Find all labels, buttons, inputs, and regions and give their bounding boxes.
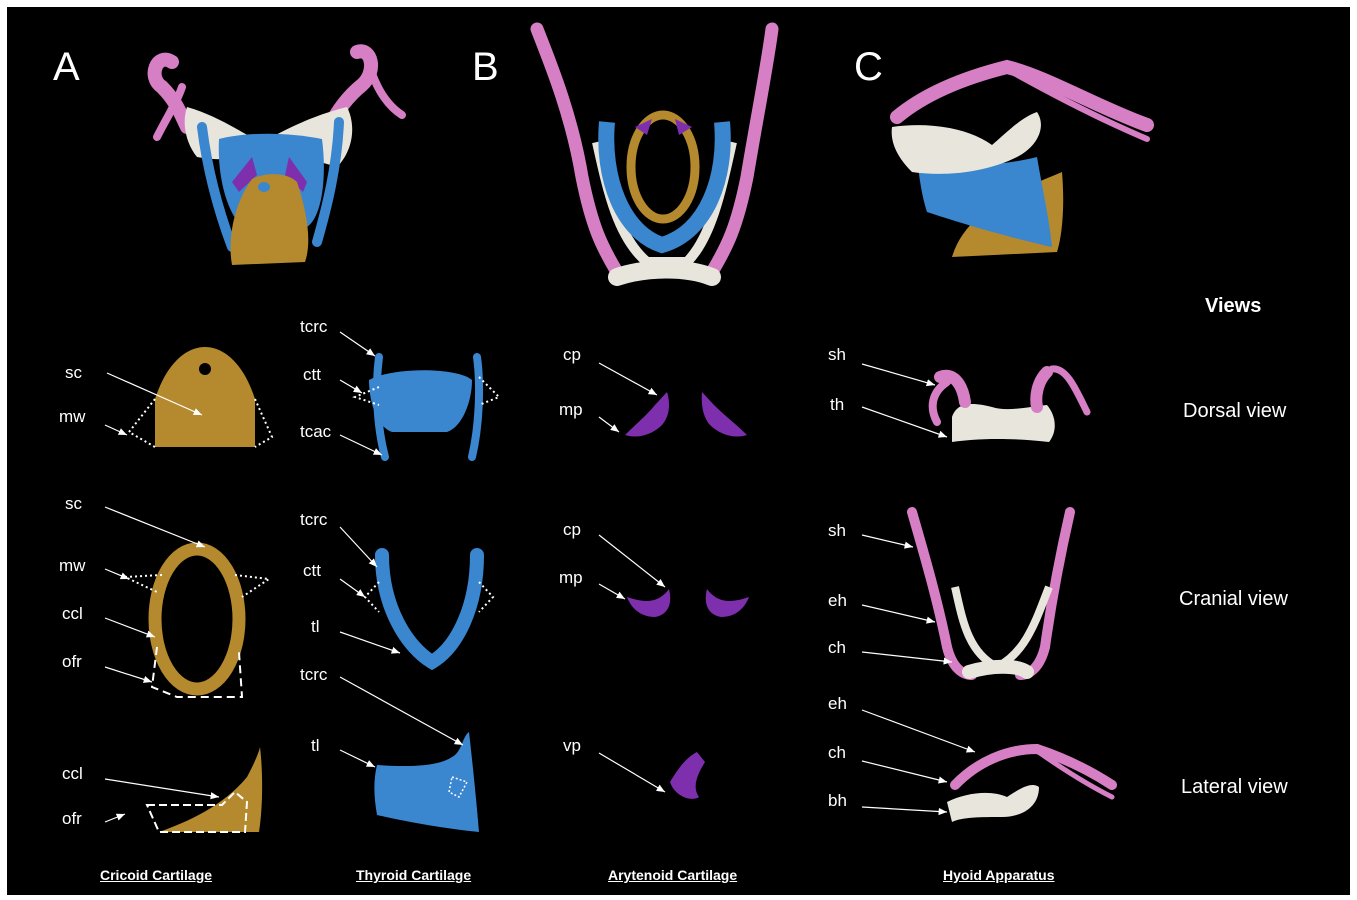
arytenoid-dorsal: [625, 392, 747, 437]
label-hyoid-lateral-eh: eh: [828, 695, 847, 712]
label-cricoid-cranial-sc: sc: [65, 495, 82, 512]
label-cricoid-cranial-ofr: ofr: [62, 653, 82, 670]
assembly-a-dorsal: [155, 51, 402, 265]
panel-letter-a: A: [53, 47, 80, 87]
label-cricoid-cranial-mw: mw: [59, 557, 85, 574]
caption-cricoid: Cricoid Cartilage: [100, 867, 212, 883]
label-hyoid-lateral-bh: bh: [828, 792, 847, 809]
hyoid-dorsal: [933, 369, 1087, 442]
cricoid-cranial: [125, 549, 269, 697]
label-arytenoid-lateral-vp: vp: [563, 737, 581, 754]
label-arytenoid-dorsal-cp: cp: [563, 346, 581, 363]
label-thyroid-dorsal-tcrc: tcrc: [300, 318, 327, 335]
label-cricoid-lateral-ccl: ccl: [62, 765, 83, 782]
label-thyroid-dorsal-ctt: ctt: [303, 366, 321, 383]
label-hyoid-cranial-ch: ch: [828, 639, 846, 656]
label-thyroid-cranial-tl: tl: [311, 618, 320, 635]
label-cricoid-dorsal-mw: mw: [59, 408, 85, 425]
illustration-canvas: [7, 7, 1350, 895]
hyoid-lateral: [947, 749, 1112, 822]
label-thyroid-dorsal-tcac: tcac: [300, 423, 331, 440]
arytenoid-lateral: [670, 752, 705, 799]
thyroid-lateral: [374, 732, 479, 832]
thyroid-cranial: [365, 555, 493, 662]
label-hyoid-dorsal-th: th: [830, 396, 844, 413]
panel-letter-b: B: [472, 47, 499, 87]
view-label-dorsal: Dorsal view: [1183, 401, 1286, 421]
caption-hyoid: Hyoid Apparatus: [943, 867, 1055, 883]
caption-thyroid: Thyroid Cartilage: [356, 867, 471, 883]
assembly-b-cranial: [537, 29, 772, 277]
label-thyroid-cranial-ctt: ctt: [303, 562, 321, 579]
assembly-c-lateral: [892, 67, 1147, 257]
label-cricoid-cranial-ccl: ccl: [62, 605, 83, 622]
cricoid-dorsal: [129, 347, 272, 447]
label-hyoid-dorsal-sh: sh: [828, 346, 846, 363]
label-thyroid-lateral-tl: tl: [311, 737, 320, 754]
label-arytenoid-cranial-cp: cp: [563, 521, 581, 538]
figure-panel: A B C Views Dorsal view Cranial view Lat…: [7, 7, 1350, 895]
label-hyoid-cranial-eh: eh: [828, 592, 847, 609]
cricoid-lateral: [147, 747, 262, 832]
caption-arytenoid: Arytenoid Cartilage: [608, 867, 737, 883]
label-thyroid-lateral-tcrc: tcrc: [300, 666, 327, 683]
label-hyoid-cranial-sh: sh: [828, 522, 846, 539]
label-arytenoid-dorsal-mp: mp: [559, 401, 583, 418]
hyoid-cranial: [912, 512, 1070, 675]
views-heading: Views: [1205, 295, 1261, 318]
panel-letter-c: C: [854, 47, 883, 87]
view-label-lateral: Lateral view: [1181, 777, 1288, 797]
view-label-cranial: Cranial view: [1179, 589, 1288, 609]
label-cricoid-lateral-ofr: ofr: [62, 810, 82, 827]
label-cricoid-dorsal-sc: sc: [65, 364, 82, 381]
label-arytenoid-cranial-mp: mp: [559, 569, 583, 586]
label-thyroid-cranial-tcrc: tcrc: [300, 511, 327, 528]
thyroid-dorsal: [355, 357, 499, 457]
label-hyoid-lateral-ch: ch: [828, 744, 846, 761]
arytenoid-cranial: [627, 589, 749, 617]
